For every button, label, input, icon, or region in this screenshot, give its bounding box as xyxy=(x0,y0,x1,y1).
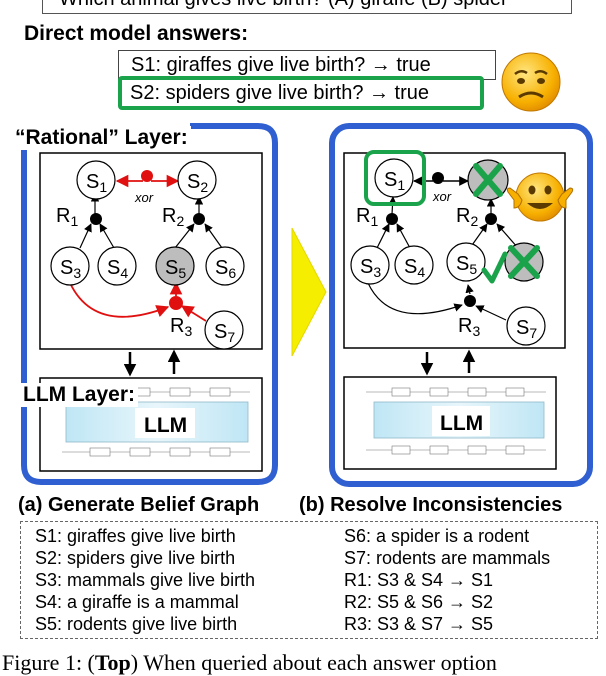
node-s3-b xyxy=(350,245,390,285)
svg-text:S6: S6 xyxy=(215,257,236,281)
legend-item: R3: S3 & S7 → S5 xyxy=(344,614,494,634)
figure-caption: Figure 1: (Top) When queried about each … xyxy=(2,650,497,675)
legend-box: S1: giraffes give live birth S2: spiders… xyxy=(20,521,598,639)
thumbs-up-face-icon xyxy=(506,172,574,222)
svg-text:S2: S2 xyxy=(187,171,208,195)
svg-text:S5: S5 xyxy=(165,257,186,281)
panel-a: S1 S2 xor R1 R2 S3 S4 S5 S6 R3 S7 xyxy=(21,123,278,485)
rule-r1-b xyxy=(386,213,398,225)
transition-arrow xyxy=(291,227,327,357)
svg-text:S4: S4 xyxy=(107,257,128,281)
svg-text:R1: R1 xyxy=(56,205,78,229)
rule-r3 xyxy=(169,296,183,310)
rule-r2 xyxy=(193,213,205,225)
legend-item: S3: mammals give live birth xyxy=(35,570,256,590)
legend-item: S4: a giraffe is a mammal xyxy=(35,592,239,612)
sad-face-icon xyxy=(501,52,561,112)
legend-item: S5: rodents give live birth xyxy=(35,614,238,634)
legend-item: R2: S5 & S6 → S2 xyxy=(344,592,494,612)
caption-a: (a) Generate Belief Graph xyxy=(18,494,260,516)
svg-text:S5: S5 xyxy=(456,253,477,277)
direct-answers-title: Direct model answers: xyxy=(24,22,249,45)
panel-b: S1 xor R1 R2 S3 S4 S5 R3 S7 xyxy=(329,123,593,487)
svg-text:R3: R3 xyxy=(458,315,480,339)
node-s6 xyxy=(205,246,245,286)
svg-text:S3: S3 xyxy=(360,256,381,280)
rule-r2-b xyxy=(485,213,497,225)
panel-a-frame xyxy=(21,123,278,485)
question-box: Which animal gives live birth? (A) giraf… xyxy=(42,0,572,14)
svg-text:R3: R3 xyxy=(170,315,192,339)
legend-item: S2: spiders give live birth xyxy=(35,548,236,568)
rule-r1 xyxy=(90,213,102,225)
node-s7-b xyxy=(506,306,546,346)
svg-text:S1: S1 xyxy=(384,169,405,193)
svg-text:S7: S7 xyxy=(516,317,537,341)
node-s5 xyxy=(155,246,195,286)
xor-label: xor xyxy=(134,190,154,205)
xor-node xyxy=(141,170,153,182)
llm-label-a: LLM xyxy=(144,414,187,437)
svg-text:R1: R1 xyxy=(356,205,378,229)
legend-item: S7: rodents are mammals xyxy=(344,548,551,568)
svg-text:S4: S4 xyxy=(404,256,425,280)
question-text: Which animal gives live birth? (A) giraf… xyxy=(59,0,508,10)
node-s3 xyxy=(50,246,90,286)
node-s2 xyxy=(177,160,217,200)
svg-text:S1: S1 xyxy=(86,171,107,195)
rule-r3-b xyxy=(464,295,476,307)
llm-label-b: LLM xyxy=(440,412,483,435)
node-s7 xyxy=(204,310,244,350)
panel-b-frame xyxy=(329,123,593,487)
legend-item: S1: giraffes give live birth xyxy=(35,526,236,546)
node-s4-b xyxy=(394,245,434,285)
svg-text:R2: R2 xyxy=(456,205,478,229)
caption-b: (b) Resolve Inconsistencies xyxy=(299,494,563,516)
svg-text:S7: S7 xyxy=(214,321,235,345)
rational-layer-title: “Rational” Layer: xyxy=(12,126,191,150)
check-icon xyxy=(481,251,508,284)
node-s1 xyxy=(76,160,116,200)
llm-layer-title: LLM Layer: xyxy=(20,383,139,407)
node-s1-b xyxy=(374,158,414,198)
svg-text:R2: R2 xyxy=(162,205,184,229)
legend-item: S6: a spider is a rodent xyxy=(344,526,530,546)
legend-item: R1: S3 & S4 → S1 xyxy=(344,570,494,590)
node-s5-b xyxy=(446,242,486,282)
node-s4 xyxy=(97,246,137,286)
direct-answer-s2: S2: spiders give live birth? → true xyxy=(118,76,484,110)
cross-icon xyxy=(508,245,540,279)
s1-highlight xyxy=(364,150,426,206)
xor-node-b xyxy=(432,172,444,184)
xor-label-b: xor xyxy=(432,189,452,204)
svg-text:S3: S3 xyxy=(60,257,81,281)
cross-icon xyxy=(473,163,503,197)
